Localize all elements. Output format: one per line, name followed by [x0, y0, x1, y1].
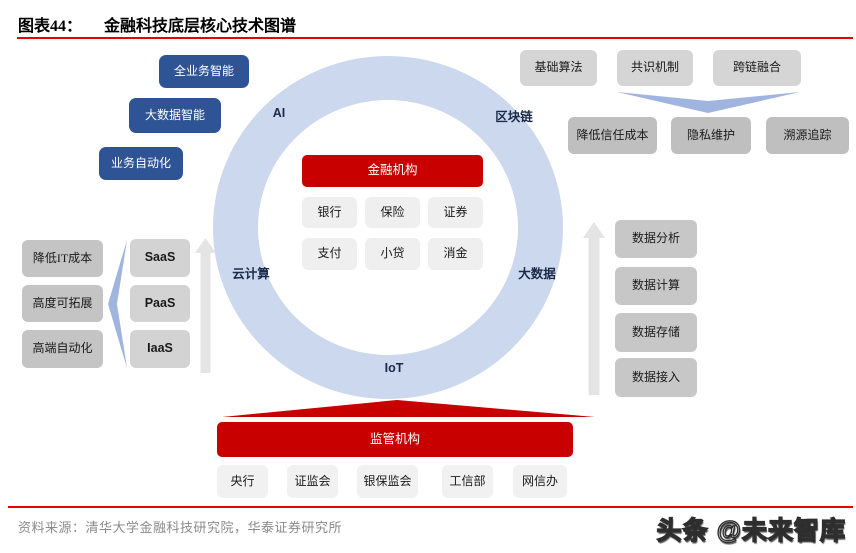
figure-title: 图表44： 金融科技底层核心技术图谱: [18, 12, 296, 36]
title-underline: [17, 37, 853, 39]
blockchain-tech-box: 基础算法: [520, 50, 597, 86]
cloud-benefit-box: 高端自动化: [22, 330, 103, 368]
institution-box: 证券: [428, 197, 483, 228]
institution-box: 保险: [365, 197, 420, 228]
cloud-left-chevron-icon: [108, 240, 127, 368]
financial-institutions-header: 金融机构: [302, 155, 483, 187]
regulator-box: 工信部: [442, 465, 493, 498]
regulator-box: 网信办: [513, 465, 567, 498]
ring-label-iot: IoT: [384, 361, 404, 375]
ring-label-ai: AI: [272, 106, 286, 120]
figure-index: 图表44：: [18, 18, 83, 35]
blockchain-benefit-box: 降低信任成本: [568, 117, 657, 154]
cloud-layer-box: PaaS: [130, 285, 190, 322]
blockchain-tech-box: 跨链融合: [713, 50, 801, 86]
cloud-layer-box: SaaS: [130, 239, 190, 277]
figure-title-text: 金融科技底层核心技术图谱: [104, 18, 297, 35]
regulators-header: 监管机构: [217, 422, 573, 457]
ring-label-cloud: 云计算: [232, 267, 270, 281]
ring-label-blockchain: 区块链: [495, 110, 533, 124]
footer-divider: [8, 506, 853, 508]
ai-capability-box: 业务自动化: [99, 147, 183, 180]
bigdata-up-arrow-icon: [583, 222, 605, 395]
institution-box: 消金: [428, 238, 483, 270]
bigdata-layer-box: 数据接入: [615, 358, 697, 397]
regulator-roof-arrow-icon: [222, 400, 595, 417]
ai-capability-box: 全业务智能: [159, 55, 249, 88]
regulator-box: 银保监会: [357, 465, 418, 498]
institution-box: 支付: [302, 238, 357, 270]
cloud-benefit-box: 高度可拓展: [22, 285, 103, 322]
cloud-benefit-box: 降低IT成本: [22, 240, 103, 277]
blockchain-tech-box: 共识机制: [617, 50, 693, 86]
blockchain-benefit-box: 隐私维护: [671, 117, 751, 154]
blockchain-down-chevron-icon: [617, 92, 800, 113]
regulator-box: 证监会: [287, 465, 338, 498]
regulator-box: 央行: [217, 465, 268, 498]
source-note: 资料来源：清华大学金融科技研究院，华泰证券研究所: [18, 520, 343, 535]
institution-box: 小贷: [365, 238, 420, 270]
blockchain-benefit-box: 溯源追踪: [766, 117, 849, 154]
institution-box: 银行: [302, 197, 357, 228]
cloud-layer-box: IaaS: [130, 330, 190, 368]
bigdata-layer-box: 数据计算: [615, 267, 697, 305]
ring-label-bigdata: 大数据: [518, 267, 556, 281]
bigdata-layer-box: 数据分析: [615, 220, 697, 258]
watermark: 头条 @未来智库: [656, 516, 846, 545]
bigdata-layer-box: 数据存储: [615, 313, 697, 352]
cloud-up-arrow-icon: [195, 238, 216, 373]
ai-capability-box: 大数据智能: [129, 98, 221, 133]
